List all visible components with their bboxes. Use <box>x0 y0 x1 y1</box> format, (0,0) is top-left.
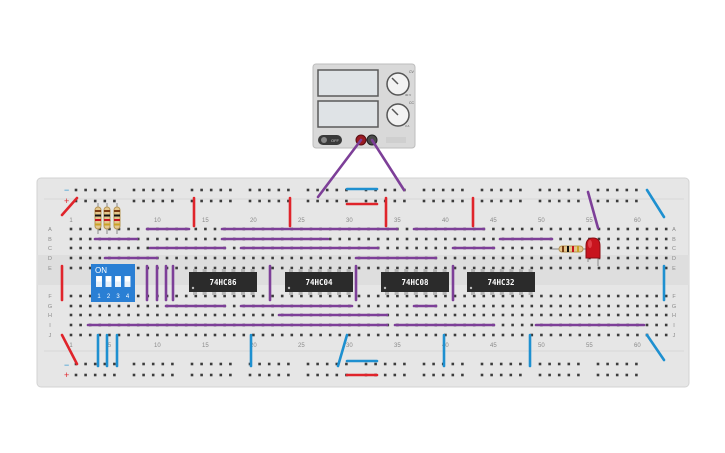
red-led <box>585 237 601 266</box>
voltage-display <box>317 69 379 97</box>
ic-chip[interactable]: 74HC04 <box>285 269 353 295</box>
row-letter: G <box>48 304 52 310</box>
row-letter: F <box>48 294 52 300</box>
resistor[interactable] <box>113 203 121 234</box>
column-number: 5 <box>108 343 112 349</box>
column-number: 20 <box>250 343 257 349</box>
red-wire[interactable] <box>60 196 79 217</box>
column-number: 50 <box>538 343 545 349</box>
column-number: 1 <box>69 218 73 224</box>
rail-plus-top: + <box>64 196 69 206</box>
rail-minus-bottom: − <box>64 360 69 370</box>
column-number: 40 <box>442 343 449 349</box>
row-letter: H <box>672 313 676 319</box>
column-number: 40 <box>442 218 449 224</box>
row-letter: A <box>48 227 52 233</box>
column-number: 55 <box>586 343 593 349</box>
resistor[interactable] <box>103 203 111 234</box>
row-letter: C <box>672 246 676 252</box>
blue-wire[interactable] <box>336 333 349 368</box>
breadboard-labels: 1155101015152020252530303535404045455050… <box>48 218 676 349</box>
row-letter: J <box>49 333 52 339</box>
row-letter: J <box>673 333 676 339</box>
dip-position-number: 4 <box>126 294 130 300</box>
purple-wire[interactable] <box>586 190 600 230</box>
breadboard: 1155101015152020252530303535404045455050… <box>36 177 690 388</box>
column-number: 10 <box>154 343 161 349</box>
column-number: 60 <box>634 218 641 224</box>
ic-chip[interactable]: 74HC08 <box>381 269 449 295</box>
column-number: 20 <box>250 218 257 224</box>
blue-wire[interactable] <box>645 188 666 219</box>
row-letter: B <box>48 237 52 243</box>
column-number: 1 <box>69 343 73 349</box>
resistor[interactable] <box>552 245 590 253</box>
column-number: 35 <box>394 343 401 349</box>
purple-wire[interactable] <box>316 138 363 199</box>
ic-chip[interactable]: 74HC32 <box>467 269 535 295</box>
column-number: 35 <box>394 218 401 224</box>
column-number: 15 <box>202 218 209 224</box>
blue-wire[interactable] <box>645 333 666 362</box>
row-letter: G <box>672 304 676 310</box>
column-number: 45 <box>490 218 497 224</box>
chip-label: 74HC08 <box>401 278 429 287</box>
dip-switch-label: ON <box>95 266 107 275</box>
purple-wire[interactable] <box>370 138 406 192</box>
row-letter: C <box>48 246 52 252</box>
row-letter: A <box>672 227 676 233</box>
dip-position-number: 3 <box>116 294 120 300</box>
wires <box>60 138 666 377</box>
row-letter: F <box>672 294 676 300</box>
row-letter: H <box>48 313 52 319</box>
column-number: 55 <box>586 218 593 224</box>
current-display <box>317 100 379 128</box>
resistors <box>94 203 590 253</box>
rail-minus-top: − <box>64 185 69 195</box>
dip-position-number: 2 <box>107 294 111 300</box>
column-number: 10 <box>154 218 161 224</box>
column-number: 60 <box>634 343 641 349</box>
chip-label: 74HC04 <box>305 278 333 287</box>
row-letter: B <box>672 237 676 243</box>
row-letter: I <box>673 323 675 329</box>
column-number: 45 <box>490 343 497 349</box>
knob-label-cv: CV <box>409 70 415 74</box>
resistor[interactable] <box>94 203 102 234</box>
knob-max-a: 3 A <box>405 124 409 128</box>
red-wire[interactable] <box>60 333 79 366</box>
row-letter: E <box>672 266 676 272</box>
row-letter: E <box>48 266 52 272</box>
column-number: 25 <box>298 218 305 224</box>
row-letter: D <box>48 256 52 262</box>
ic-chip[interactable]: 74HC86 <box>189 269 257 295</box>
column-number: 50 <box>538 218 545 224</box>
column-number: 30 <box>346 218 353 224</box>
chip-label: 74HC86 <box>209 278 237 287</box>
knob-max-v: 30 V <box>405 93 411 97</box>
row-letter: D <box>672 256 676 262</box>
ic-chips: 74HC86 74HC04 74HC08 74HC32 <box>189 269 535 295</box>
row-letter: I <box>49 323 51 329</box>
column-number: 30 <box>346 343 353 349</box>
rail-plus-bottom: + <box>64 370 69 380</box>
power-supply[interactable]: CV CC 30 V 3 A OFF <box>312 63 416 149</box>
power-switch-label: OFF <box>331 138 340 143</box>
column-number: 15 <box>202 343 209 349</box>
dip-position-number: 1 <box>97 294 101 300</box>
chip-label: 74HC32 <box>487 278 514 287</box>
knob-label-cc: CC <box>409 101 415 105</box>
column-number: 25 <box>298 343 305 349</box>
